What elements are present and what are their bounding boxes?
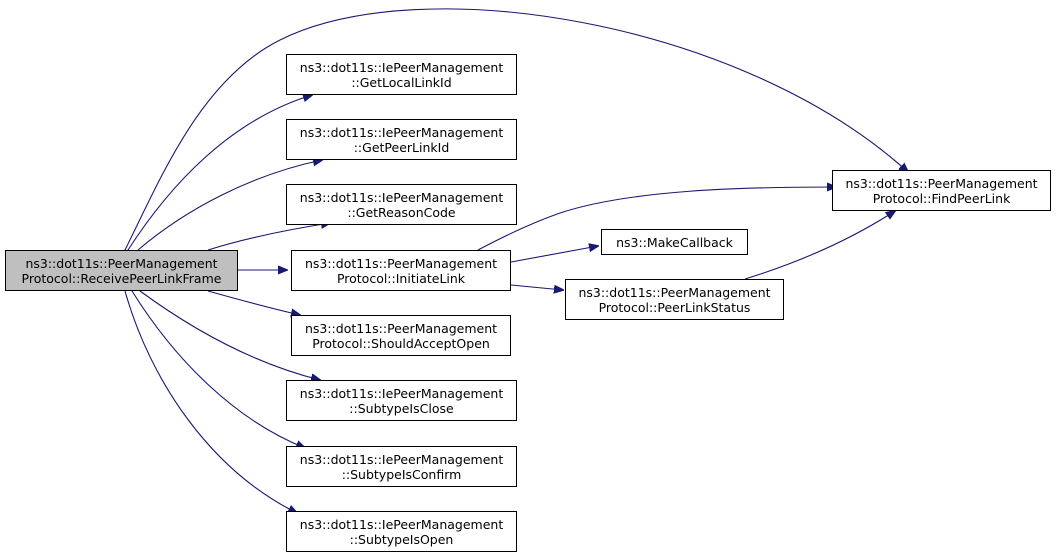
node-initiate-link-line2: Protocol::InitiateLink xyxy=(336,270,466,286)
node-get-local-link-id-line1: ns3::dot11s::IePeerManagement xyxy=(299,59,504,75)
node-receive-line1: ns3::dot11s::PeerManagement xyxy=(25,255,218,271)
edge-receive-to-get-peer-link-id xyxy=(137,160,322,251)
node-subtype-is-close-line1: ns3::dot11s::IePeerManagement xyxy=(299,385,504,401)
node-get-peer-link-id[interactable]: ns3::dot11s::IePeerManagement ::GetPeerL… xyxy=(286,119,517,160)
edge-receive-to-should-accept-open xyxy=(207,290,300,315)
edge-receive-to-find-peer-link xyxy=(124,8,908,251)
node-get-reason-code-line2: ::GetReasonCode xyxy=(347,204,456,220)
node-peer-link-status-line1: ns3::dot11s::PeerManagement xyxy=(578,284,771,300)
node-subtype-is-confirm[interactable]: ns3::dot11s::IePeerManagement ::SubtypeI… xyxy=(286,446,517,487)
node-subtype-is-open-line1: ns3::dot11s::IePeerManagement xyxy=(299,516,504,532)
node-receive-peer-link-frame: ns3::dot11s::PeerManagement Protocol::Re… xyxy=(5,250,238,291)
node-peer-link-status-line2: Protocol::PeerLinkStatus xyxy=(598,299,751,315)
node-find-peer-link-line2: Protocol::FindPeerLink xyxy=(872,190,1011,206)
node-get-peer-link-id-line1: ns3::dot11s::IePeerManagement xyxy=(299,124,504,140)
edge-receive-to-subtype-is-close xyxy=(139,290,320,380)
node-subtype-is-close[interactable]: ns3::dot11s::IePeerManagement ::SubtypeI… xyxy=(286,380,517,421)
node-initiate-link-line1: ns3::dot11s::PeerManagement xyxy=(304,255,498,271)
node-should-accept-open-line2: Protocol::ShouldAcceptOpen xyxy=(312,335,490,351)
edge-peer-link-status-to-find-peer-link xyxy=(744,211,895,280)
node-get-local-link-id[interactable]: ns3::dot11s::IePeerManagement ::GetLocal… xyxy=(286,54,517,95)
edge-receive-to-get-local-link-id xyxy=(127,95,312,251)
node-make-callback[interactable]: ns3::MakeCallback xyxy=(601,229,748,255)
node-subtype-is-confirm-line2: ::SubtypeIsConfirm xyxy=(341,466,462,482)
edge-initiate-link-to-peer-link-status xyxy=(510,285,563,290)
node-subtype-is-open[interactable]: ns3::dot11s::IePeerManagement ::SubtypeI… xyxy=(286,511,517,552)
edge-receive-to-subtype-is-open xyxy=(124,290,297,513)
node-should-accept-open[interactable]: ns3::dot11s::PeerManagement Protocol::Sh… xyxy=(291,315,511,356)
node-make-callback-line1: ns3::MakeCallback xyxy=(616,234,733,250)
node-find-peer-link-line1: ns3::dot11s::PeerManagement xyxy=(845,175,1038,191)
node-peer-link-status[interactable]: ns3::dot11s::PeerManagement Protocol::Pe… xyxy=(565,279,784,320)
node-receive-line2: Protocol::ReceivePeerLinkFrame xyxy=(21,270,222,286)
node-subtype-is-confirm-line1: ns3::dot11s::IePeerManagement xyxy=(299,451,504,467)
node-get-peer-link-id-line2: ::GetPeerLinkId xyxy=(353,139,450,155)
edge-initiate-link-to-make-callback xyxy=(510,246,598,263)
node-should-accept-open-line1: ns3::dot11s::PeerManagement xyxy=(304,320,498,336)
edge-receive-to-get-reason-code xyxy=(207,223,330,251)
edge-initiate-link-to-find-peer-link xyxy=(477,187,836,251)
node-initiate-link[interactable]: ns3::dot11s::PeerManagement Protocol::In… xyxy=(291,250,511,291)
node-subtype-is-open-line2: ::SubtypeIsOpen xyxy=(349,531,454,547)
node-get-reason-code-line1: ns3::dot11s::IePeerManagement xyxy=(299,189,504,205)
edge-receive-to-subtype-is-confirm xyxy=(131,290,305,448)
node-subtype-is-close-line2: ::SubtypeIsClose xyxy=(349,400,454,416)
node-get-local-link-id-line2: ::GetLocalLinkId xyxy=(351,74,452,90)
node-get-reason-code[interactable]: ns3::dot11s::IePeerManagement ::GetReaso… xyxy=(286,184,517,225)
node-find-peer-link[interactable]: ns3::dot11s::PeerManagement Protocol::Fi… xyxy=(832,170,1051,211)
